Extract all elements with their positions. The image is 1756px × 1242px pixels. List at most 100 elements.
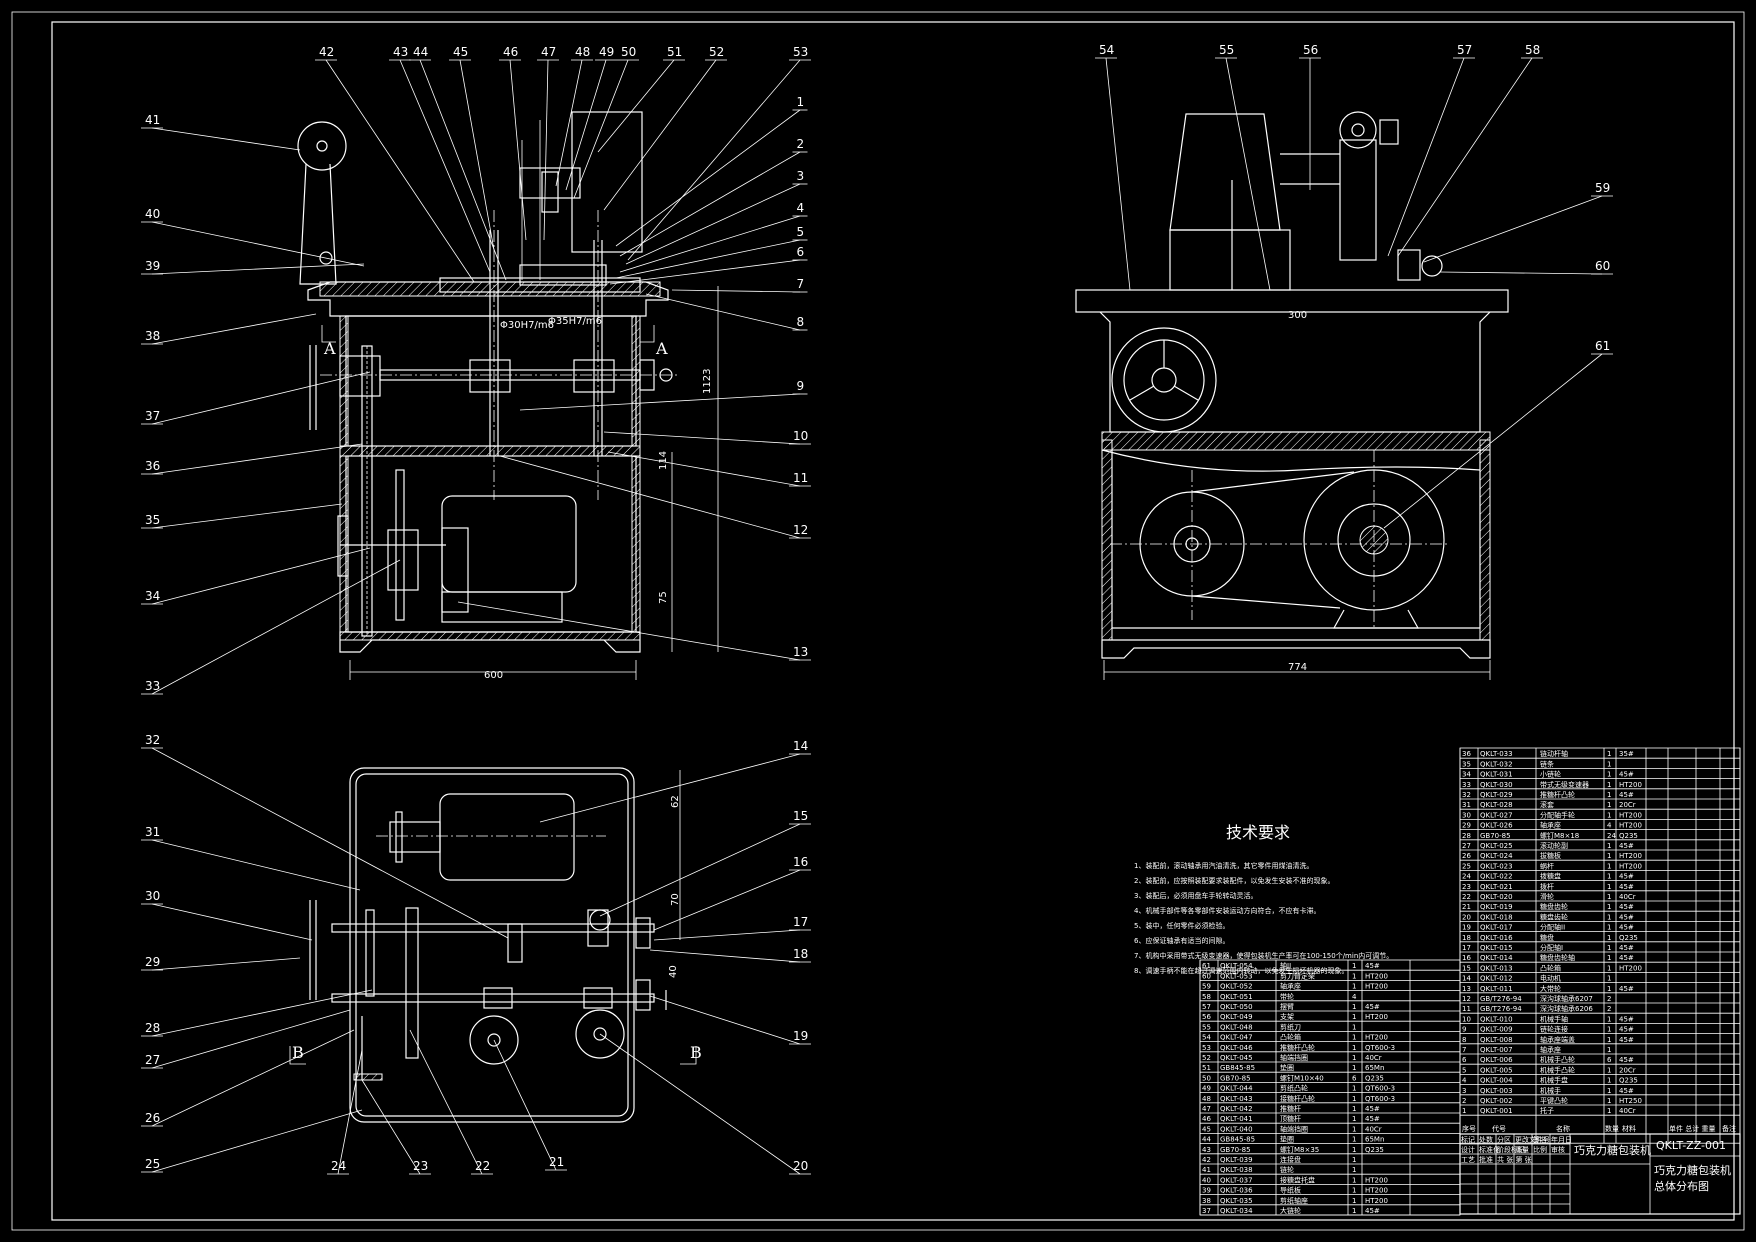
callout-35: 35	[145, 513, 160, 527]
bom-cell-no: 24	[1462, 873, 1471, 881]
bom-cell-code: QKLT-005	[1480, 1066, 1513, 1074]
bom-cell-mat: 45#	[1619, 1056, 1634, 1064]
callout-59: 59	[1595, 181, 1610, 195]
bom-header-weight: 单件 总计 重量	[1669, 1124, 1715, 1133]
callout-43: 43	[393, 45, 408, 59]
leader-46	[509, 59, 527, 241]
bom-cell-code: QKLT-033	[1480, 750, 1513, 758]
bom-header-note: 备注	[1722, 1124, 1736, 1133]
bom-left-cell-no: 60	[1202, 972, 1211, 980]
bom-cell-qty: 1	[1607, 1066, 1611, 1074]
bom-left-cell-qty: 1	[1352, 1156, 1356, 1164]
leader-24	[337, 1049, 363, 1175]
bom-left-cell-no: 49	[1202, 1085, 1211, 1093]
leader-23	[361, 1079, 421, 1175]
tech-title: 技术要求	[1226, 823, 1290, 842]
bom-cell-qty: 1	[1607, 1046, 1611, 1054]
leader-4	[619, 215, 801, 273]
tech-item: 2、装配前，应按照装配要求装配件，以免发生安装不准的现象。	[1134, 876, 1334, 885]
bom-cell-code: QKLT-015	[1480, 944, 1513, 952]
bom-left-cell-name: 轴端挡圈	[1280, 1124, 1308, 1133]
bom-left-cell-code: GB70-85	[1220, 1146, 1251, 1154]
bom-left-cell-mat: 45#	[1365, 1115, 1380, 1123]
bom-cell-mat: 20Cr	[1619, 801, 1636, 809]
bom-cell-mat: 45#	[1619, 944, 1634, 952]
leader-36	[151, 443, 363, 475]
bom-cell-code: QKLT-001	[1480, 1107, 1513, 1115]
leader-30	[151, 903, 313, 941]
bom-cell-name: 凸轮箱	[1540, 963, 1561, 972]
bom-left-cell-name: 轴端挡圈	[1280, 1053, 1308, 1062]
bom-left-cell-code: QKLT-038	[1220, 1166, 1253, 1174]
leader-33	[151, 559, 401, 695]
bom-cell-qty: 1	[1607, 1015, 1611, 1023]
bom-left-cell-name: 支架	[1280, 1012, 1294, 1021]
callout-3: 3	[797, 169, 805, 183]
bom-cell-code: QKLT-003	[1480, 1087, 1513, 1095]
callout-20: 20	[793, 1159, 808, 1173]
leader-27	[151, 1009, 351, 1069]
bom-cell-name: 轴承座	[1540, 1045, 1561, 1054]
leader-42	[325, 59, 475, 283]
bom-cell-name: 滚套	[1540, 800, 1554, 809]
bom-left-cell-name: 导纸板	[1280, 1186, 1301, 1195]
bom-cell-qty: 6	[1607, 1056, 1612, 1064]
callout-6: 6	[797, 245, 805, 259]
leader-60	[1439, 271, 1603, 275]
bom-left-cell-no: 38	[1202, 1197, 1211, 1205]
bom-cell-qty: 1	[1607, 1026, 1611, 1034]
bom-cell-qty: 1	[1607, 750, 1611, 758]
title-block-cell: 更改文件号	[1515, 1135, 1550, 1144]
bom-cell-code: QKLT-012	[1480, 975, 1513, 983]
callout-36: 36	[145, 459, 160, 473]
bom-left-cell-mat: HT200	[1365, 1187, 1388, 1195]
bom-cell-name: 深沟球轴承6206	[1540, 1004, 1593, 1013]
bom-left-cell-no: 47	[1202, 1105, 1211, 1113]
bom-cell-qty: 24	[1607, 832, 1616, 840]
leader-58	[1397, 57, 1533, 257]
callout-27: 27	[145, 1053, 160, 1067]
bom-cell-qty: 1	[1607, 903, 1611, 911]
bom-cell-mat: 45#	[1619, 873, 1634, 881]
leader-25	[151, 1109, 363, 1173]
bom-left-cell-code: QKLT-043	[1220, 1095, 1253, 1103]
bom-cell-mat: 45#	[1619, 771, 1634, 779]
bom-cell-name: 糖盘齿轮	[1540, 912, 1568, 921]
bom-left-cell-name: 螺钉M10×40	[1280, 1073, 1324, 1082]
bom-cell-name: 深沟球轴承6207	[1540, 994, 1593, 1003]
bom-cell-name: 推糖杆凸轮	[1540, 790, 1575, 799]
bom-cell-no: 31	[1462, 801, 1471, 809]
bom-cell-code: QKLT-022	[1480, 873, 1513, 881]
section-b-left: B	[292, 1043, 304, 1062]
bom-cell-no: 12	[1462, 995, 1471, 1003]
bom-cell-no: 13	[1462, 985, 1471, 993]
bom-header-name: 名称	[1556, 1124, 1570, 1133]
bom-left-cell-code: GB845-85	[1220, 1064, 1255, 1072]
bom-cell-no: 27	[1462, 842, 1471, 850]
bom-left-cell-code: QKLT-052	[1220, 983, 1253, 991]
bom-cell-qty: 2	[1607, 1005, 1611, 1013]
bom-left-cell-mat: Q235	[1365, 1146, 1384, 1154]
bom-left-cell-no: 53	[1202, 1044, 1211, 1052]
bom-cell-name: 螺钉M8×18	[1540, 831, 1579, 840]
bom-cell-name: 轴承座端盖	[1540, 1035, 1575, 1044]
bom-cell-name: 糖盘	[1540, 933, 1554, 942]
bom-left-cell-qty: 1	[1352, 1085, 1356, 1093]
front-view: A A 600 1123 114 75 Φ30H7/m6 Φ35H7/m6	[297, 111, 719, 681]
leader-12	[499, 455, 801, 539]
callout-7: 7	[797, 277, 805, 291]
bom-cell-no: 2	[1462, 1097, 1466, 1105]
bom-left-cell-mat: HT200	[1365, 1034, 1388, 1042]
leader-2	[619, 151, 801, 257]
callout-19: 19	[793, 1029, 808, 1043]
callout-48: 48	[575, 45, 590, 59]
leader-1	[615, 109, 801, 247]
bom-cell-code: GB/T276-94	[1480, 995, 1522, 1003]
bom-cell-mat: HT200	[1619, 862, 1642, 870]
bom-cell-code: QKLT-008	[1480, 1036, 1513, 1044]
bom-cell-mat: 45#	[1619, 842, 1634, 850]
bom-cell-code: QKLT-004	[1480, 1077, 1513, 1085]
bom-left-cell-name: 凸轮箱	[1280, 1033, 1301, 1042]
leader-17	[653, 929, 801, 941]
